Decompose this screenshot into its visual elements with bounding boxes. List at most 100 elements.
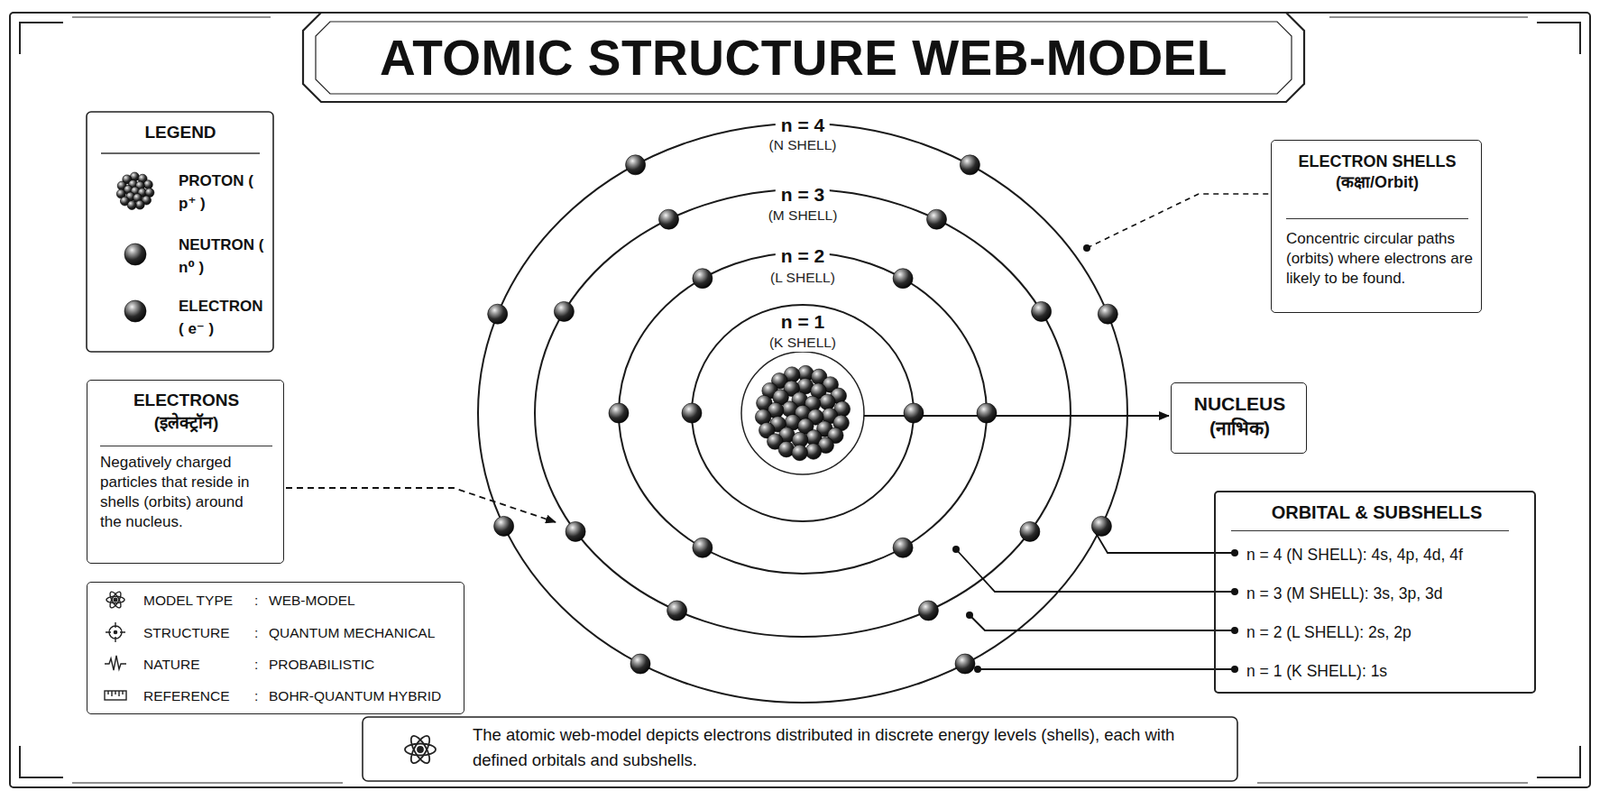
nucleon-ball — [791, 444, 809, 461]
electron-ball — [565, 521, 586, 542]
legend-frame — [86, 111, 274, 352]
box-heading: ELECTRONS (इलेक्ट्रॉन) — [105, 389, 267, 434]
leader-dots — [965, 611, 974, 619]
leader-lines — [285, 487, 556, 523]
nucleon-ball — [127, 201, 137, 211]
nucleus-outline — [741, 351, 865, 475]
text-box: ORBITAL & SUBSHELLS n = 4 (N SHELL): 4s, … — [1213, 490, 1536, 694]
electron-ball — [976, 403, 997, 423]
electron-orbits — [618, 252, 987, 574]
leader-dots — [1231, 665, 1239, 673]
atom-icon — [106, 589, 125, 609]
nucleon-ball — [805, 443, 822, 460]
leader-dots — [1231, 626, 1239, 635]
text-box: NUCLEUS (नाभिक) — [1170, 382, 1307, 454]
crosshair-icon — [109, 625, 122, 639]
box-heading: NUCLEUS (नाभिक) — [1180, 391, 1299, 442]
subshell-row: n = 4 (N SHELL): 4s, 4p, 4d, 4f — [1246, 544, 1463, 565]
nucleon-ball — [819, 394, 837, 411]
subshell-row: n = 1 (K SHELL): 1s — [1246, 661, 1388, 681]
shell-number: n = 2 — [775, 244, 830, 267]
shell-name: (M SHELL) — [763, 207, 844, 225]
atom-icon — [404, 744, 436, 756]
ruler-icon — [104, 690, 127, 700]
text-box: ELECTRON SHELLS (कक्षा/Orbit)Concentric … — [1270, 139, 1482, 313]
electron-ball — [1020, 521, 1040, 542]
text-box: MODEL TYPE:WEB-MODELSTRUCTURE:QUANTUM ME… — [86, 581, 465, 715]
electron-ball — [892, 268, 913, 289]
leader-lines — [969, 615, 1235, 631]
outer-frame — [72, 17, 1528, 783]
info-colon: : — [254, 687, 258, 706]
box-heading: ORBITAL & SUBSHELLS — [1215, 500, 1538, 525]
electron-orbits — [691, 304, 914, 522]
wave-icon — [104, 655, 127, 671]
nucleon-ball — [143, 180, 153, 190]
electron-ball — [630, 653, 651, 674]
leader-lines — [977, 668, 1235, 671]
ruler-icon — [108, 690, 123, 697]
outer-frame — [9, 12, 1591, 788]
text-box: ELECTRONS (इलेक्ट्रॉन)Negatively charged… — [86, 379, 285, 564]
shell-name: (K SHELL) — [763, 334, 842, 352]
info-colon: : — [254, 655, 258, 674]
electron-ball — [494, 515, 515, 536]
atom-icon — [108, 589, 124, 609]
info-value: BOHR-QUANTUM HYBRID — [268, 687, 442, 706]
caption-text: The atomic web-model depicts electrons d… — [472, 722, 1222, 773]
neutron-symbol — [124, 243, 147, 266]
box-body: Concentric circular paths (orbits) where… — [1286, 229, 1476, 289]
info-value: QUANTUM MECHANICAL — [268, 624, 435, 643]
nucleon-ball — [135, 200, 145, 210]
electron-ball — [1097, 303, 1118, 324]
electron-ball — [903, 403, 924, 423]
info-colon: : — [254, 591, 258, 610]
electron-orbits — [478, 123, 1128, 703]
electron-orbits — [478, 123, 1128, 703]
info-key: STRUCTURE — [143, 624, 230, 643]
shell-name: (N SHELL) — [763, 137, 843, 155]
info-value: PROBABILISTIC — [268, 655, 375, 674]
outer-frame — [1536, 22, 1581, 55]
outer-frame — [1536, 745, 1581, 778]
leader-lines — [956, 549, 1235, 592]
crosshair-icon — [105, 622, 126, 643]
atom-icon — [108, 589, 124, 609]
electron-ball — [625, 155, 646, 175]
electron-ball — [1091, 515, 1112, 536]
info-value: WEB-MODEL — [268, 591, 356, 610]
divider-line — [100, 445, 273, 447]
electron-ball — [692, 268, 713, 289]
electron-orbits — [534, 189, 1071, 637]
atom-icon — [404, 733, 436, 766]
electron-ball — [553, 301, 574, 322]
proton-symbol — [116, 172, 155, 211]
ruler-icon — [104, 690, 127, 700]
divider-line — [1231, 530, 1509, 532]
crosshair-icon — [105, 622, 126, 643]
legend-frame — [101, 152, 260, 155]
shell-number: n = 4 — [775, 113, 830, 137]
crosshair-icon — [113, 630, 117, 634]
leader-dots — [974, 665, 982, 673]
legend-label: NEUTRON ( n⁰ ) — [178, 233, 269, 279]
leader-dots — [1231, 549, 1239, 557]
atom-icon — [407, 733, 433, 766]
subshell-row: n = 3 (M SHELL): 3s, 3p, 3d — [1246, 583, 1443, 604]
leader-dots — [1083, 244, 1091, 252]
electron-ball — [681, 403, 702, 423]
electron-ball — [659, 209, 680, 230]
subshell-row: n = 2 (L SHELL): 2s, 2p — [1246, 622, 1412, 643]
electron-ball — [955, 653, 975, 674]
legend-label: ELECTRON ( e⁻ ) — [178, 294, 269, 341]
caption-frame — [362, 717, 1238, 782]
electron-ball — [608, 403, 629, 423]
atom-icon — [417, 746, 423, 753]
electron-ball — [667, 600, 688, 621]
atom-icon — [407, 733, 433, 766]
outer-frame — [19, 745, 64, 778]
leader-dots — [1231, 588, 1239, 596]
shell-number: n = 3 — [775, 183, 830, 206]
electron-ball — [918, 600, 938, 621]
